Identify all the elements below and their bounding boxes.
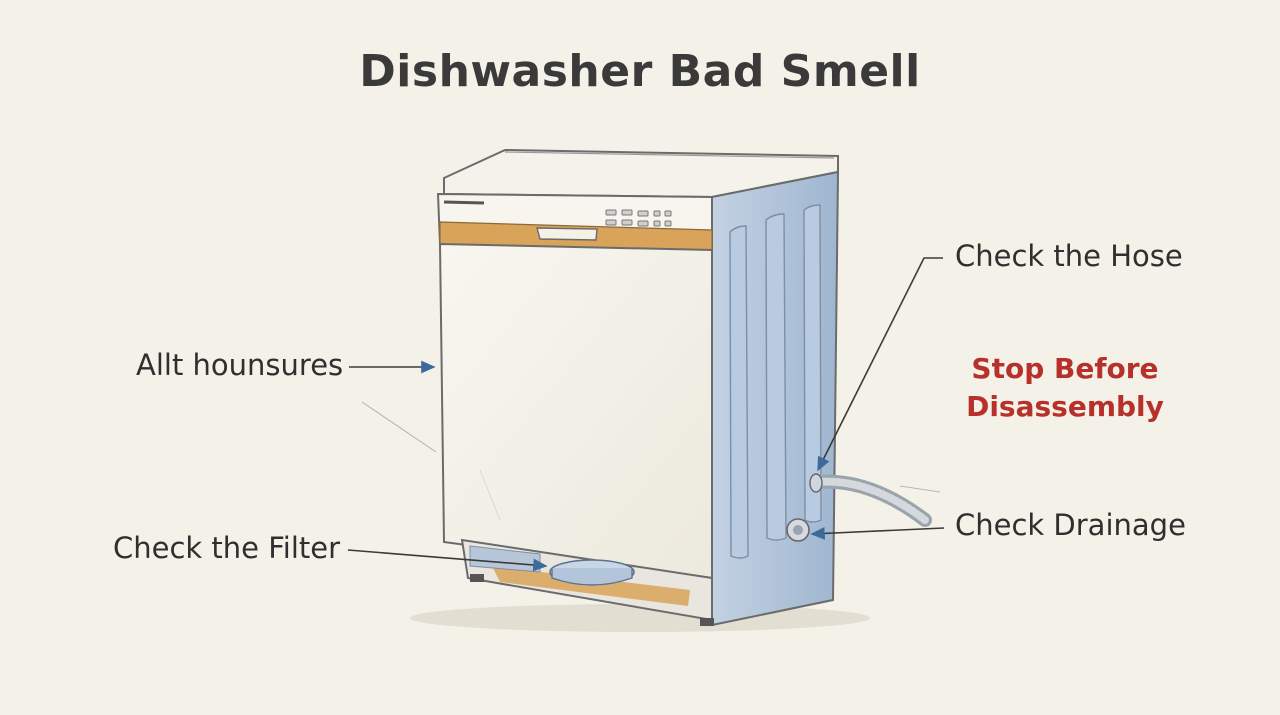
hose-leader-arrow [817,257,943,472]
warning-line-2: Disassembly [966,390,1164,423]
drainage-label: Check Drainage [955,508,1186,542]
door-handle [536,227,598,241]
drainage-leader-arrow [810,527,945,540]
front-door [438,242,713,580]
warning-note: Stop Before Disassembly [965,350,1165,426]
warning-line-1: Stop Before [971,352,1159,385]
diagram-title: Dishwasher Bad Smell [359,46,921,97]
filter-label: Check the Filter [113,531,341,565]
hose-label: Check the Hose [955,239,1183,273]
filter-leader-arrow [347,549,548,572]
housing-label: Allt hounsures [136,348,344,382]
